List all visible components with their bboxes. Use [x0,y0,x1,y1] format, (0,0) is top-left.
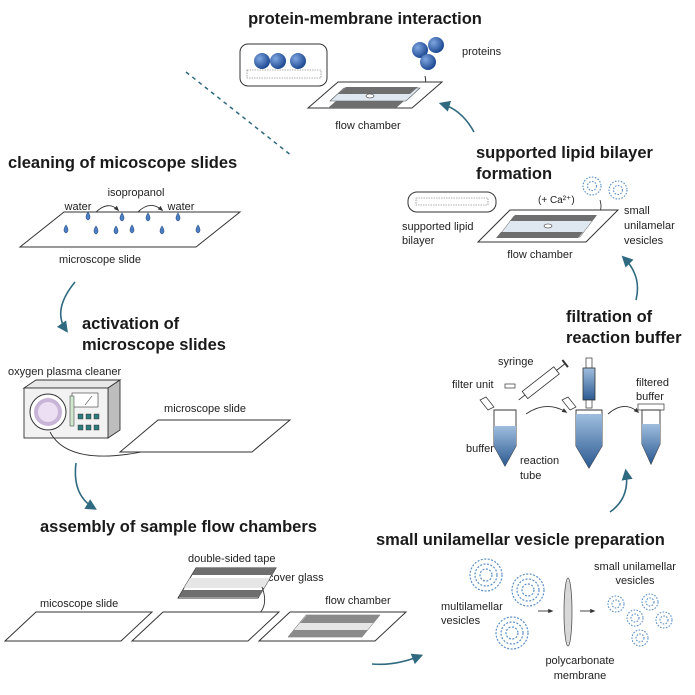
label-filtered-1: filtered [636,377,669,389]
protein-bilayer-inset [239,43,328,87]
label-filtered-2: buffer [636,391,664,403]
label-small-1: small [624,205,650,217]
flow-chamber-assembled [257,611,408,642]
slide-assembly-2 [130,611,281,642]
arrow-isopropanol-water [137,205,164,213]
label-oxygen-plasma-cleaner: oxygen plasma cleaner [8,366,121,378]
label-buffer: buffer [466,443,494,455]
title-filtration-1: filtration of [566,308,653,326]
arrow-water-isopropanol [94,205,120,214]
slide-assembly-1 [3,611,154,642]
label-reaction-2: tube [520,470,541,482]
multilamellar-vesicles [469,558,545,650]
label-ca: (+ Ca²⁺) [538,195,575,206]
small-unilamellar-vesicles [607,593,673,647]
label-small-unilamellar-2: vesicles [615,575,655,587]
title-assembly: assembly of sample flow chambers [40,518,317,536]
cover-glass-stack [177,567,277,599]
slb-vesicles [582,176,628,200]
water-droplets [63,211,201,235]
label-small-3: vesicles [624,235,664,247]
syringe [518,359,569,401]
label-water-left: water [64,201,92,213]
arrow-cleaning-to-activation [56,281,76,333]
label-small-unilamellar-1: small unilamellar [594,561,676,573]
arrow-filtration-to-slb [621,255,639,301]
label-microscope-slide-1: microscope slide [59,254,141,266]
plasma-cleaner-device [22,379,122,439]
arrow-to-filtered [607,406,640,415]
slb-inset [407,191,497,213]
slide-activation [118,419,292,453]
label-multilamellar-1: multilamellar [441,601,503,613]
label-flow-chamber-top: flow chamber [335,120,401,132]
title-suv: small unilamellar vesicle preparation [376,531,665,549]
label-double-sided-tape: double-sided tape [188,553,275,565]
title-activation-2: microscope slides [82,336,226,354]
label-syringe: syringe [498,356,533,368]
polycarbonate-membrane [563,577,573,647]
title-filtration-2: reaction buffer [566,329,682,347]
label-microscope-slide-2: microscope slide [164,403,246,415]
arrow-suv-to-filtration [609,468,633,513]
title-cleaning: cleaning of micoscope slides [8,154,237,172]
proteins-cluster [412,37,444,70]
label-proteins: proteins [462,46,502,58]
arrow-slb-to-protein [438,100,475,133]
title-protein-membrane: protein-membrane interaction [248,10,482,28]
syringe-on-tube [561,357,603,469]
label-polycarbonate-2: membrane [554,670,607,682]
label-slb-1: supported lipid [402,221,474,233]
arrow-activation-to-assembly [74,462,97,510]
arrow-assembly-to-suv [371,653,424,666]
label-reaction-1: reaction [520,455,559,467]
inset-guide-line [185,71,293,157]
label-flow-chamber-bottom: flow chamber [325,595,391,607]
title-activation-1: activation of [82,315,180,333]
filtered-buffer-tube [637,403,665,466]
label-slb-2: bilayer [402,235,435,247]
flow-chamber-top [306,81,444,109]
label-flow-chamber-mid: flow chamber [507,249,573,261]
title-slb-2: formation [476,165,552,183]
buffer-tube [479,396,517,467]
title-slb-1: supported lipid bilayer [476,144,654,162]
label-micoscope-slide: micoscope slide [40,598,118,610]
flow-chamber-slb [476,209,620,243]
label-isopropanol: isopropanol [108,187,165,199]
label-polycarbonate-1: polycarbonate [545,655,614,667]
label-small-2: unilamelar [624,220,675,232]
arrow-buffer-to-syringe [525,406,568,415]
filter-unit [504,383,516,389]
label-multilamellar-2: vesicles [441,615,481,627]
label-filter-unit: filter unit [452,379,494,391]
label-water-right: water [167,201,195,213]
label-cover-glass: cover glass [268,572,324,584]
